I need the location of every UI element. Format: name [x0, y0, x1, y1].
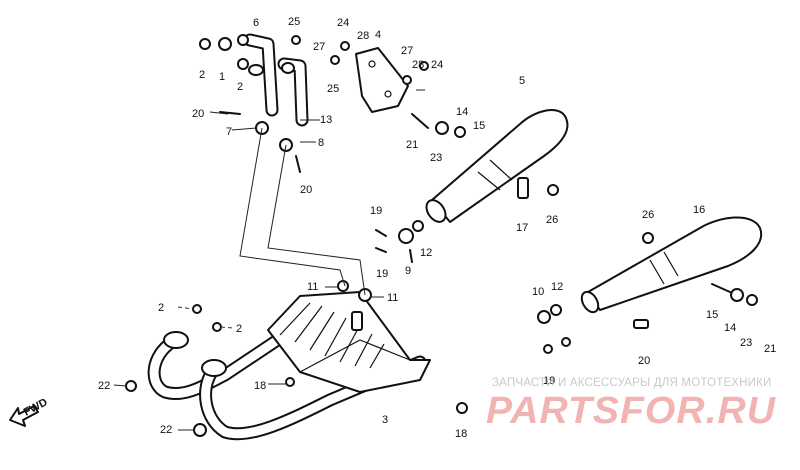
watermark: ЗАПЧАСТИ И АКСЕССУАРЫ ДЛЯ МОТОТЕХНИКИ PA…	[486, 377, 777, 432]
callout-27: 27	[313, 41, 325, 53]
callout-18: 18	[455, 428, 467, 440]
callout-23: 23	[430, 152, 442, 164]
forward-arrow-icon	[9, 405, 39, 427]
callout-19: 19	[543, 375, 555, 387]
callout-19: 19	[370, 205, 382, 217]
callout-28: 28	[412, 59, 424, 71]
watermark-tagline: ЗАПЧАСТИ И АКСЕССУАРЫ ДЛЯ МОТОТЕХНИКИ	[492, 377, 772, 389]
muffler-right[interactable]	[578, 216, 763, 315]
callout-26: 26	[642, 209, 654, 221]
joint-pipes[interactable]	[243, 33, 309, 127]
callout-21: 21	[764, 343, 776, 355]
callout-17: 17	[516, 222, 528, 234]
callout-26: 26	[546, 214, 558, 226]
callout-27: 27	[401, 45, 413, 57]
callout-18: 18	[254, 380, 266, 392]
callout-7: 7	[226, 126, 232, 138]
callout-25: 25	[288, 16, 300, 28]
callout-24: 24	[337, 17, 349, 29]
callout-15: 15	[706, 309, 718, 321]
callout-24: 24	[431, 59, 443, 71]
callout-4: 4	[375, 29, 381, 41]
callout-10: 10	[532, 286, 544, 298]
fwd-label: FWD	[22, 396, 50, 418]
callout-21: 21	[406, 139, 418, 151]
callout-13: 13	[320, 114, 332, 126]
callout-5: 5	[519, 75, 525, 87]
callout-labels: 1 2 2 2 2 3 4 5 6 7 8 9 10 11 11 12 12 1…	[98, 16, 776, 440]
callout-19: 19	[376, 268, 388, 280]
forward-direction-indicator: FWD	[9, 396, 50, 427]
callout-14: 14	[456, 106, 468, 118]
callout-2: 2	[158, 302, 164, 314]
callout-20: 20	[638, 355, 650, 367]
callout-6: 6	[253, 17, 259, 29]
callout-15: 15	[473, 120, 485, 132]
callout-11: 11	[387, 292, 398, 304]
callout-3: 3	[382, 414, 388, 426]
exhaust-chamber[interactable]	[267, 291, 431, 393]
callout-20: 20	[192, 108, 204, 120]
callout-28: 28	[357, 30, 369, 42]
callout-25: 25	[327, 83, 339, 95]
callout-12: 12	[551, 281, 563, 293]
callout-8: 8	[318, 137, 324, 149]
callout-2: 2	[199, 69, 205, 81]
muffler-left[interactable]	[423, 109, 569, 225]
callout-23: 23	[740, 337, 752, 349]
callout-22: 22	[98, 380, 110, 392]
callout-1: 1	[219, 71, 225, 83]
leader-lines	[113, 89, 425, 431]
callout-9: 9	[405, 265, 411, 277]
callout-20: 20	[300, 184, 312, 196]
callout-14: 14	[724, 322, 736, 334]
callout-11: 11	[307, 281, 318, 293]
callout-16: 16	[693, 204, 705, 216]
watermark-brand: PARTSFOR.RU	[486, 390, 777, 432]
callout-22: 22	[160, 424, 172, 436]
muffler-bracket[interactable]	[355, 47, 409, 113]
callout-12: 12	[420, 247, 432, 259]
callout-2: 2	[236, 323, 242, 335]
small-hardware[interactable]	[125, 34, 758, 437]
callout-2: 2	[237, 81, 243, 93]
exhaust-pipe-assembly[interactable]	[147, 318, 427, 441]
